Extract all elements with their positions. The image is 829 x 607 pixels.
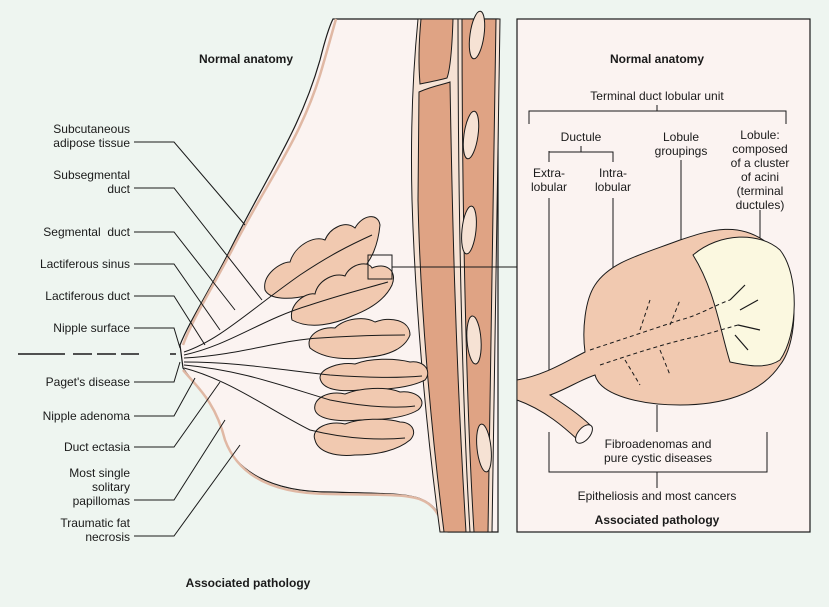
main-footer: Associated pathology	[185, 576, 311, 590]
leader-lines	[134, 141, 263, 537]
label-ductule: Ductule	[560, 130, 602, 144]
ducts	[183, 234, 423, 440]
label-segmental-duct: Segmental duct	[43, 225, 130, 239]
label-extralobular: Extra-lobular	[530, 166, 568, 194]
inset-header: Normal anatomy	[609, 52, 705, 66]
label-epitheliosis: Epitheliosis and most cancers	[577, 489, 737, 503]
skin-line	[181, 18, 338, 346]
label-nipple-surface: Nipple surface	[53, 321, 130, 335]
label-lactiferous-sinus: Lactiferous sinus	[39, 257, 130, 271]
label-duct-ectasia: Duct ectasia	[63, 440, 130, 454]
label-nipple-adenoma: Nipple adenoma	[42, 409, 130, 423]
skin-line-lower	[182, 369, 448, 533]
label-lactiferous-duct: Lactiferous duct	[45, 289, 130, 303]
tdlu-illustration	[516, 228, 795, 444]
rib-ellipses	[461, 10, 492, 473]
label-intralobular: Intra-lobular	[594, 166, 632, 194]
pectoral-muscle	[410, 18, 501, 533]
main-header: Normal anatomy	[198, 52, 294, 66]
label-terminal-duct-lobular-unit: Terminal duct lobular unit	[590, 89, 724, 103]
inset-footer: Associated pathology	[594, 513, 720, 527]
label-pagets-disease: Paget's disease	[45, 375, 130, 389]
